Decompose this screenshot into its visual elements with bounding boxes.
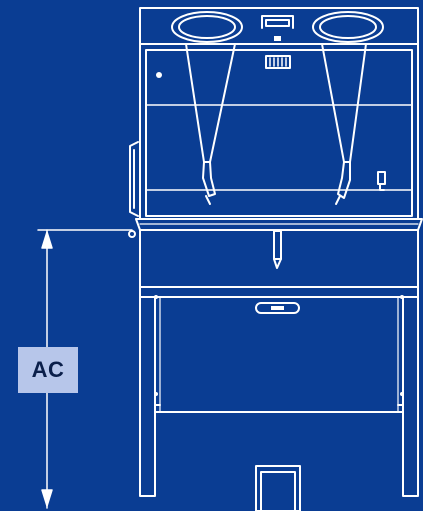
stand <box>139 286 419 497</box>
glove-port-left <box>171 11 243 43</box>
grate <box>128 218 423 238</box>
light-fixture <box>265 55 291 69</box>
glove-left <box>185 43 236 205</box>
top-handle <box>261 15 294 41</box>
glove-right <box>321 43 367 205</box>
foot-pedal <box>255 465 301 511</box>
hopper <box>139 229 419 288</box>
side-handle <box>129 141 139 217</box>
glove-port-right <box>312 11 384 43</box>
drawer-handle <box>255 302 300 314</box>
nozzle <box>377 171 386 191</box>
window-frame <box>139 43 419 220</box>
dimension-label: AC <box>18 347 78 393</box>
